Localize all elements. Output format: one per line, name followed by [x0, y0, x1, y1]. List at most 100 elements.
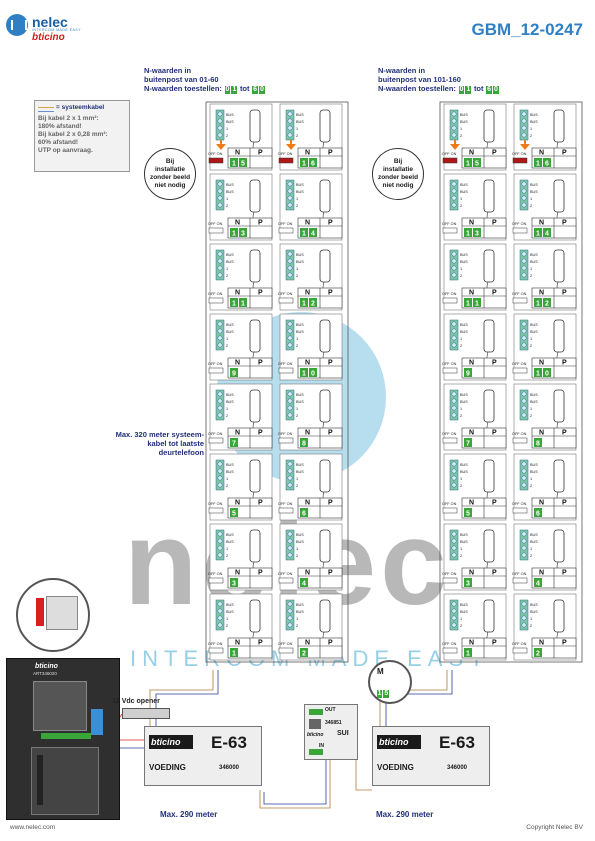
n-digit-box	[464, 228, 472, 237]
group-title-line: N-waarden in	[144, 66, 192, 75]
handset-receiver	[319, 389, 331, 423]
panel-model: ART346020	[33, 671, 57, 676]
terminal-block	[449, 389, 459, 421]
off-on-label: OFF ON	[278, 362, 293, 366]
terminal-label: 2	[530, 554, 532, 558]
terminal-block	[285, 529, 295, 561]
off-on-label: OFF ON	[208, 292, 223, 296]
terminal-screw	[521, 398, 527, 404]
terminal-block	[449, 599, 459, 631]
terminal-label: BUS	[226, 610, 234, 614]
terminal-screw	[451, 258, 457, 264]
terminal-label: BUS	[226, 393, 234, 397]
n-digit-box	[239, 228, 247, 237]
off-on-switch	[512, 437, 528, 444]
p-header: P	[328, 500, 333, 507]
p-header: P	[258, 430, 263, 437]
off-on-label: OFF ON	[512, 502, 527, 506]
n-digit-box	[309, 298, 317, 307]
n-digit: 1	[232, 161, 236, 168]
terminal-screw	[217, 398, 223, 404]
terminal-screw	[217, 202, 223, 208]
terminal-label: BUS	[226, 463, 234, 467]
p-header: P	[258, 360, 263, 367]
terminal-screw	[521, 195, 527, 201]
riser-distance-note: Max. 320 meter systeem- kabel tot laatst…	[114, 430, 204, 457]
terminal-screw	[521, 111, 527, 117]
terminal-screw	[451, 601, 457, 607]
n-header: N	[539, 500, 544, 507]
grid-frame	[205, 101, 349, 663]
n-digit: 1	[466, 231, 470, 238]
legend-note: Bij kabel 2 x 0,28 mm²:	[38, 131, 108, 138]
n-digit: 8	[536, 441, 540, 448]
n-digit: 1	[241, 301, 245, 308]
n-digit: 2	[311, 301, 315, 308]
terminal-label: 2	[296, 624, 298, 628]
terminal-screw	[287, 545, 293, 551]
n-digit-box	[464, 648, 472, 657]
terminal-label: 1	[530, 267, 532, 271]
terminal-label: BUS	[296, 323, 304, 327]
n-digit: 6	[536, 511, 540, 518]
terminal-label: 1	[226, 337, 228, 341]
handset-receiver	[553, 389, 565, 423]
off-on-label: OFF ON	[278, 642, 293, 646]
terminal-screw	[287, 321, 293, 327]
terminal-screw	[287, 202, 293, 208]
n-header: N	[469, 430, 474, 437]
n-header: N	[305, 500, 310, 507]
p-header: P	[328, 220, 333, 227]
terminal-screw	[217, 111, 223, 117]
handset-receiver	[249, 459, 261, 493]
p-header: P	[492, 430, 497, 437]
p-header: P	[562, 220, 567, 227]
n-digit: 3	[241, 231, 245, 238]
orange-arrow	[450, 140, 460, 150]
orange-arrow	[520, 140, 530, 150]
terminal-label: BUS	[296, 393, 304, 397]
n-header: N	[305, 290, 310, 297]
terminal-label: 1	[296, 547, 298, 551]
terminal-label: BUS	[296, 603, 304, 607]
n-header: N	[305, 640, 310, 647]
terminal-label: 1	[226, 547, 228, 551]
riser-note-line: Max. 320 meter systeem-	[115, 430, 204, 439]
system-wiring	[94, 670, 453, 809]
off-on-switch	[278, 227, 294, 234]
n-header: N	[305, 570, 310, 577]
p-header: P	[492, 360, 497, 367]
terminal-screw	[521, 482, 527, 488]
terminal-screw	[451, 405, 457, 411]
terminal-block	[215, 179, 225, 211]
terminal-label: BUS	[460, 470, 468, 474]
off-on-label: OFF ON	[512, 152, 527, 156]
handset-receiver	[553, 459, 565, 493]
n-digit: 1	[232, 651, 236, 658]
n-digit-box	[230, 368, 238, 377]
wire	[355, 760, 372, 791]
off-on-label: OFF ON	[208, 432, 223, 436]
terminal-block	[519, 459, 529, 491]
n-digit: 2	[302, 651, 306, 658]
off-on-label: OFF ON	[208, 502, 223, 506]
terminal-block	[519, 389, 529, 421]
terminal-label: 1	[296, 407, 298, 411]
terminal-screw	[287, 328, 293, 334]
handset-receiver	[553, 599, 565, 633]
terminal-label: 1	[296, 127, 298, 131]
terminal-label: 2	[226, 274, 228, 278]
terminal-block	[449, 179, 459, 211]
terminal-label: 1	[296, 267, 298, 271]
terminal-label: BUS	[226, 470, 234, 474]
terminal-screw	[451, 608, 457, 614]
terminal-label: BUS	[226, 260, 234, 264]
n-digit: 1	[536, 371, 540, 378]
n-digit-box	[239, 298, 247, 307]
grid-frame	[439, 101, 583, 663]
terminal-screw	[217, 265, 223, 271]
n-digit: 3	[466, 581, 470, 588]
handset-receiver	[553, 109, 565, 143]
terminal-label: BUS	[296, 540, 304, 544]
